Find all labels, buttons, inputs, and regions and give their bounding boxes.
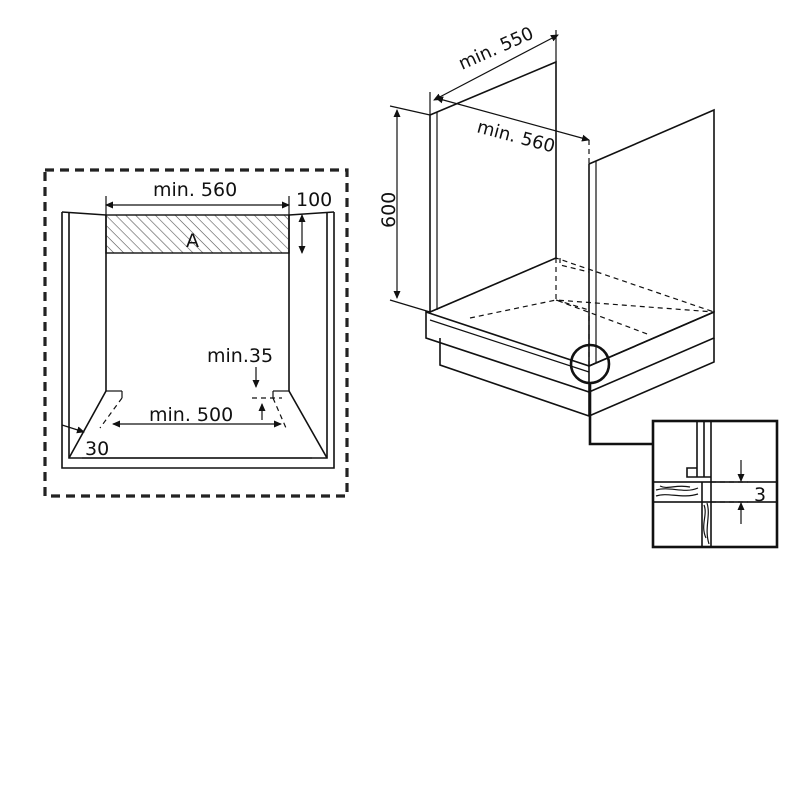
gap-label: min.35 xyxy=(207,345,273,367)
cabinet-top-right xyxy=(288,211,335,216)
detail-panel-foot xyxy=(686,467,711,478)
base-front-face xyxy=(425,310,590,394)
detail-box xyxy=(651,419,779,549)
bottom-width-label: min. 500 xyxy=(149,404,233,426)
detail-leader-line xyxy=(588,383,653,446)
cabinet-width-label: min. 560 xyxy=(475,117,557,158)
left-side-panel xyxy=(429,60,557,314)
base-inner-dashed xyxy=(99,397,287,429)
width-label: min. 560 xyxy=(153,179,237,201)
detail-gap-label: 3 xyxy=(754,484,766,506)
cabinet-top-left xyxy=(61,211,107,216)
detail-view: 3 xyxy=(651,419,779,549)
detail-wood-grain-left xyxy=(655,485,699,497)
detail-wood-grain-right xyxy=(703,502,710,545)
area-a-label: A xyxy=(186,230,199,252)
depth-dimension-line xyxy=(433,34,559,101)
ventilation-area-a xyxy=(105,214,290,254)
height-ext-bottom xyxy=(389,299,431,313)
base-right-face xyxy=(588,310,715,393)
base-top-front-edge xyxy=(429,319,590,373)
front-view: A min. 560 100 min.35 min. 500 30 xyxy=(43,168,349,498)
height-label: 600 xyxy=(378,192,400,228)
plinth-right xyxy=(588,338,715,417)
front-view-dashed-frame xyxy=(43,168,349,498)
side-label: 30 xyxy=(85,438,109,460)
detail-circle xyxy=(569,343,611,385)
hidden-floor-lines xyxy=(429,257,715,336)
cabinet-view: min. 550 min. 560 600 xyxy=(378,23,715,446)
height-ext-top xyxy=(389,105,431,116)
cabinet-width-dimension xyxy=(435,96,590,142)
top-depth-label: 100 xyxy=(296,189,332,211)
side-dimension-arrow xyxy=(61,424,85,434)
cabinet-outer-outline xyxy=(61,212,335,469)
right-side-panel xyxy=(588,108,715,368)
base-outer xyxy=(68,390,328,459)
